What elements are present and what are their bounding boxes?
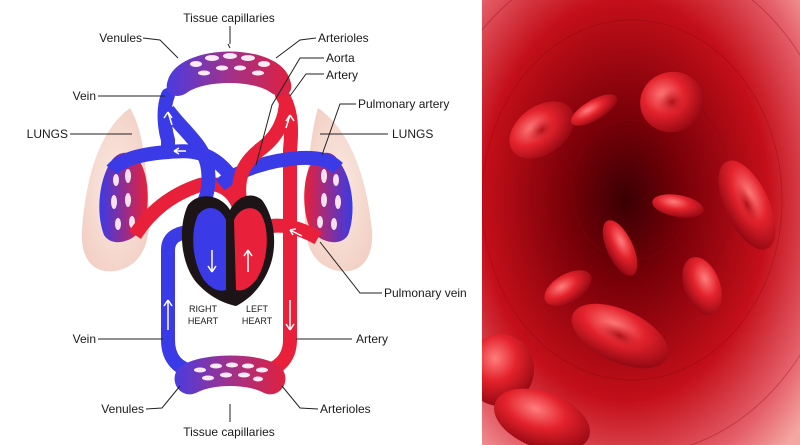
label-tissue-capillaries-bottom: Tissue capillaries: [183, 425, 275, 439]
rbc-8: [544, 270, 592, 306]
label-venules-top: Venules: [99, 31, 142, 45]
label-arterioles-top: Arterioles: [318, 31, 369, 45]
circulatory-system-diagram: Tissue capillaries Venules Arterioles Ao…: [27, 11, 467, 439]
label-artery-top: Artery: [326, 68, 358, 82]
left-lung-network: [111, 169, 135, 230]
label-left-heart-line1: LEFT: [246, 304, 269, 314]
left-heart-chamber: [234, 208, 267, 291]
bottom-capillary-network: [194, 362, 268, 382]
red-blood-cells-photo: [482, 0, 800, 445]
label-artery-bottom: Artery: [356, 332, 388, 346]
label-right-heart-line2: HEART: [188, 316, 219, 326]
rbc-1: [509, 101, 575, 159]
label-vein-bottom: Vein: [73, 332, 96, 346]
right-lung-capillaries: [304, 152, 353, 243]
pulmonary-artery-left: [106, 144, 236, 180]
flow-arrows: [163, 111, 303, 331]
red-blood-cells: [482, 71, 776, 445]
label-pulmonary-artery: Pulmonary artery: [358, 97, 449, 111]
systemic-artery-right: [275, 88, 298, 177]
label-left-heart-line2: HEART: [242, 316, 273, 326]
rbc-9: [571, 303, 669, 369]
label-lungs-right: LUNGS: [392, 127, 433, 141]
rbc-2: [640, 71, 704, 133]
rbc-7: [682, 257, 722, 315]
rbc-5: [652, 194, 704, 218]
rbc-10: [482, 334, 535, 406]
label-pulmonary-vein: Pulmonary vein: [384, 286, 467, 300]
aorta-arch: [232, 99, 293, 202]
rbc-4: [718, 160, 776, 250]
right-heart-chamber: [193, 207, 226, 291]
label-tissue-capillaries-top: Tissue capillaries: [183, 11, 275, 25]
systemic-vein-left: [157, 88, 175, 152]
right-lung-network: [317, 169, 341, 230]
leader-lines: [70, 26, 388, 422]
label-aorta: Aorta: [326, 51, 355, 65]
left-lung-capillaries: [99, 152, 148, 243]
label-vein-top: Vein: [73, 89, 96, 103]
rbc-6: [602, 220, 638, 276]
pulmonary-vein-left: [129, 176, 247, 239]
top-capillary-network: [190, 53, 270, 76]
label-arterioles-bottom: Arterioles: [320, 402, 371, 416]
rbc-11: [494, 388, 590, 445]
label-venules-bottom: Venules: [101, 402, 144, 416]
label-lungs-left: LUNGS: [27, 127, 68, 141]
label-right-heart-line1: RIGHT: [189, 304, 218, 314]
rbc-3: [570, 94, 618, 126]
